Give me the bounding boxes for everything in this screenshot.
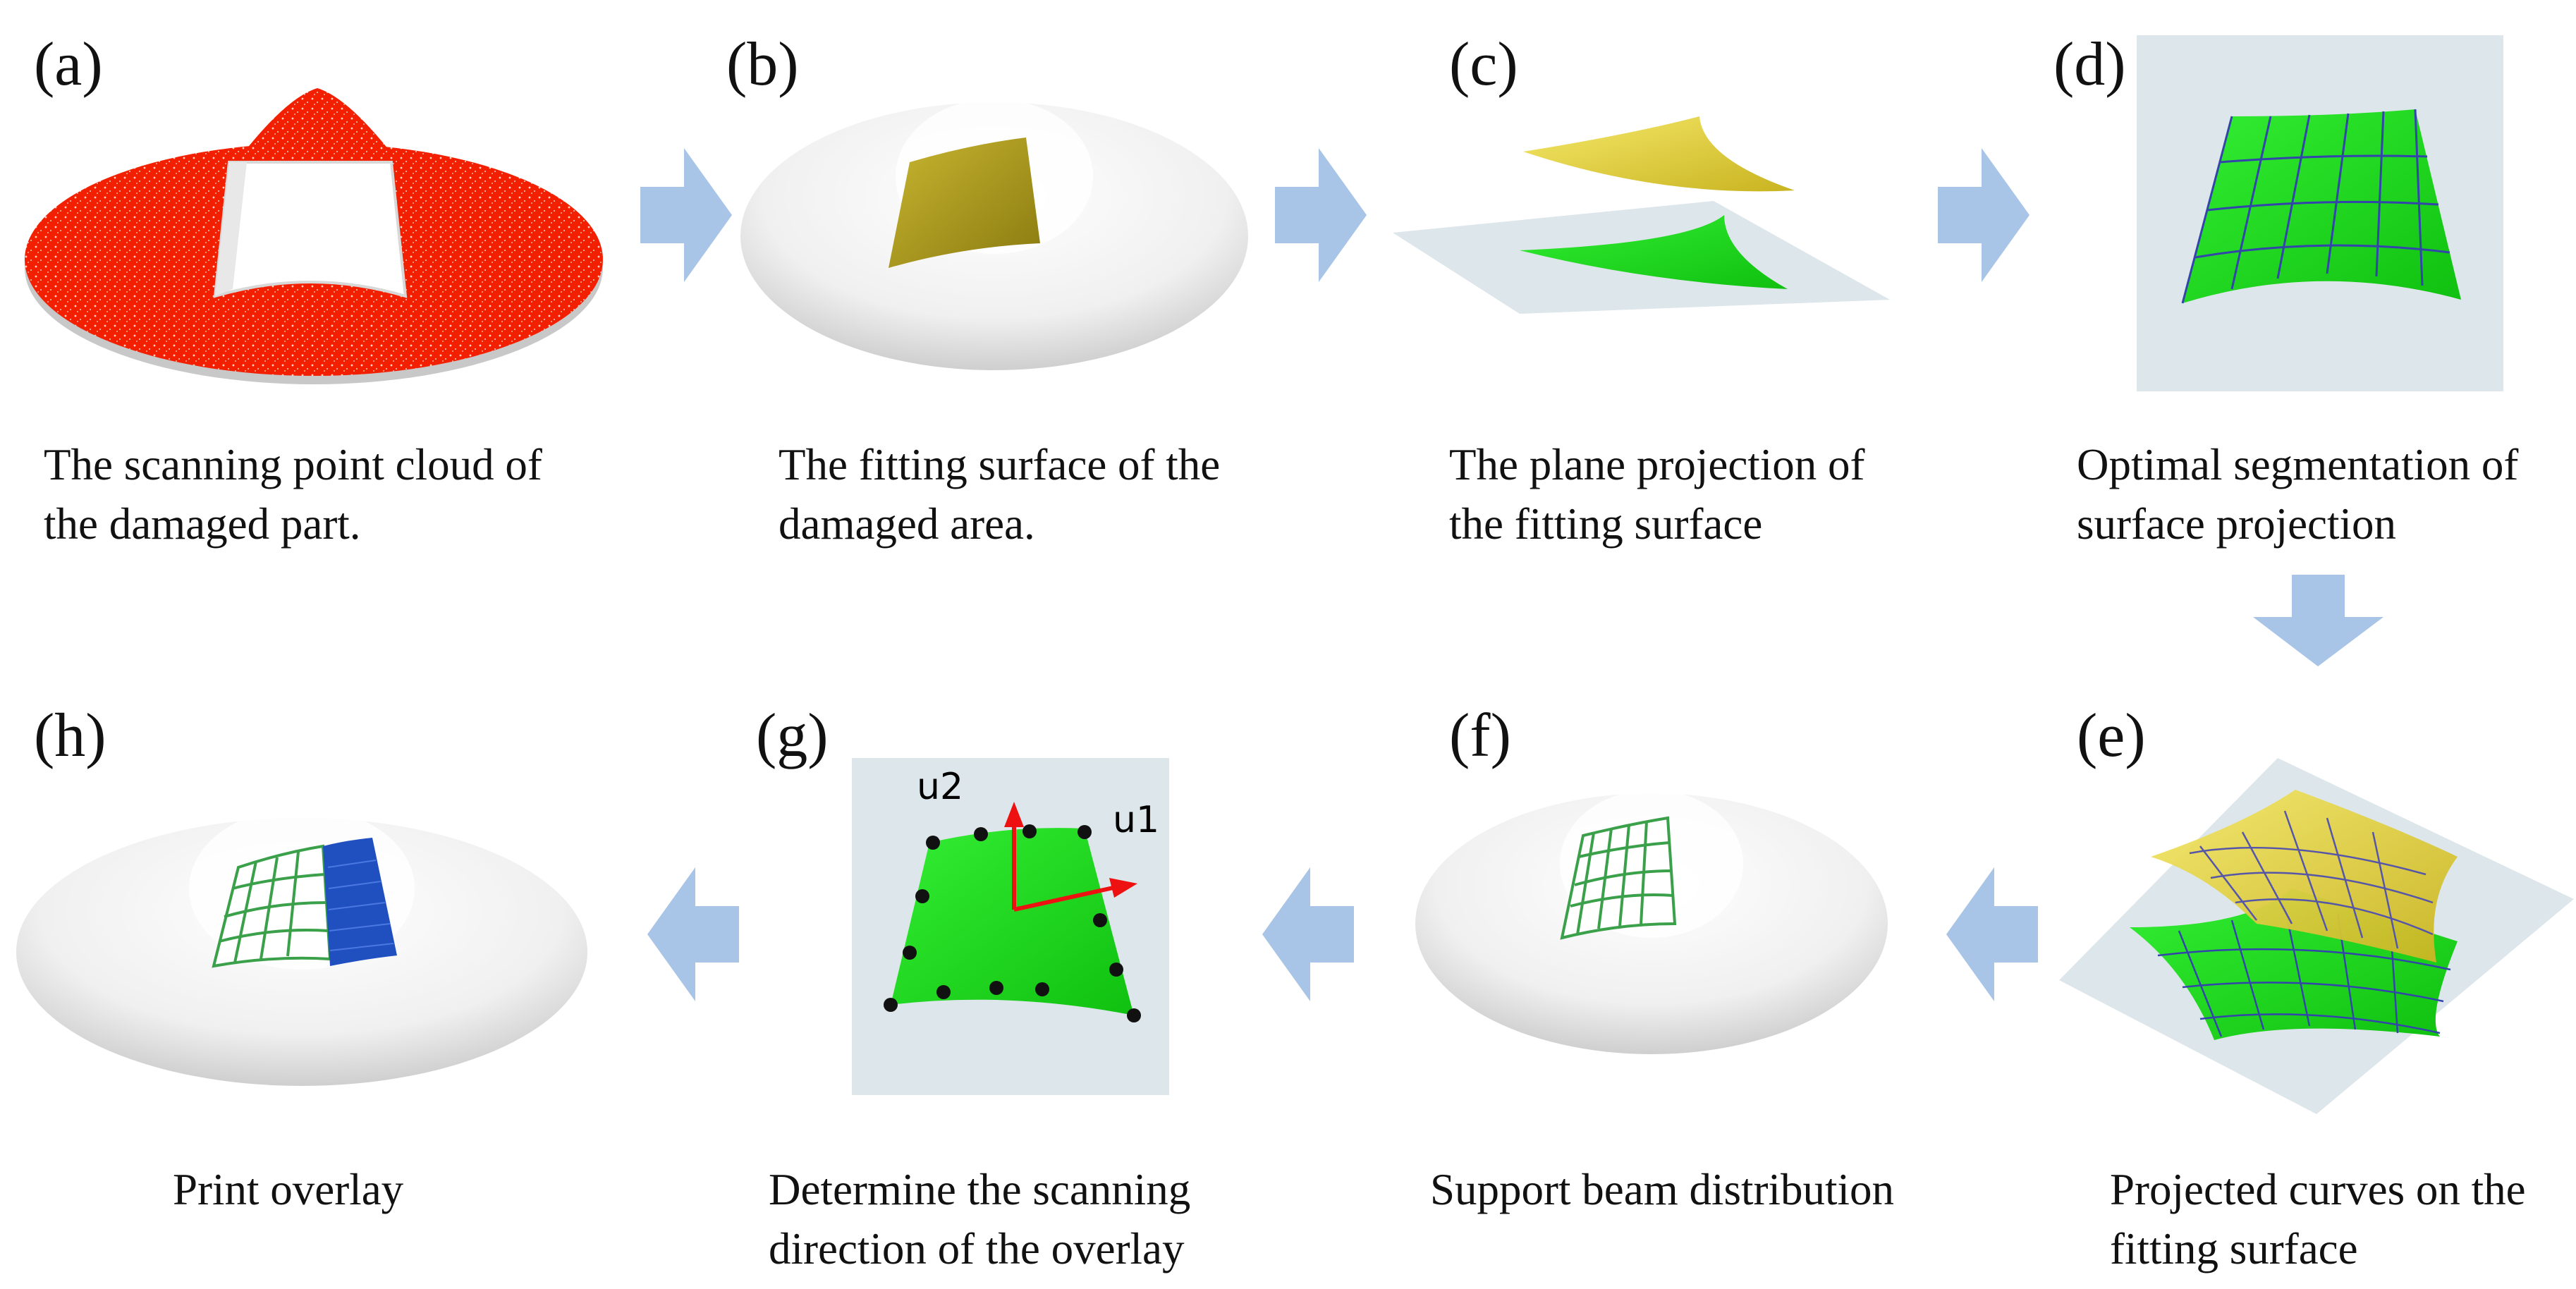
arrow-d-to-e <box>2253 575 2383 666</box>
caption-h: Print overlay <box>173 1165 404 1214</box>
caption-b: The fitting surface of the damaged area. <box>779 440 1221 549</box>
projected-curves-illustration <box>2059 758 2574 1114</box>
caption-f: Support beam distribution <box>1430 1165 1894 1214</box>
arrow-a-to-b <box>640 148 732 282</box>
point-cloud-illustration <box>25 88 603 384</box>
direction-vectors <box>1012 821 1117 912</box>
panel-label-c: (c) <box>1449 30 1518 99</box>
panel-label-h: (h) <box>34 702 106 770</box>
scanning-direction-illustration: u2 u1 <box>852 758 1169 1095</box>
panel-label-a: (a) <box>34 30 103 99</box>
fitting-surface-illustration <box>740 99 1248 370</box>
panel-label-b: (b) <box>726 30 799 99</box>
control-points <box>884 824 1141 1022</box>
arrow-b-to-c <box>1275 148 1367 282</box>
arrow-e-to-f <box>1946 867 2038 1001</box>
caption-a: The scanning point cloud of the damaged … <box>44 440 542 549</box>
segmentation-illustration <box>2137 35 2503 391</box>
plane-projection-illustration <box>1393 116 1890 314</box>
panel-label-e: (e) <box>2077 702 2146 770</box>
u2-label: u2 <box>917 766 963 808</box>
print-overlay-illustration <box>16 807 587 1086</box>
arrow-f-to-g <box>1262 867 1354 1001</box>
panel-label-d: (d) <box>2053 30 2126 99</box>
u1-label: u1 <box>1113 799 1159 841</box>
support-beam-illustration <box>1415 790 1888 1054</box>
panel-label-g: (g) <box>756 702 829 770</box>
caption-c: The plane projection of the fitting surf… <box>1449 440 1865 549</box>
caption-d: Optimal segmentation of surface projecti… <box>2077 440 2519 549</box>
panel-label-f: (f) <box>1449 702 1511 770</box>
caption-e: Projected curves on the fitting surface <box>2110 1165 2526 1273</box>
arrow-g-to-h <box>647 867 739 1001</box>
arrow-c-to-d <box>1938 148 2029 282</box>
caption-g: Determine the scanning direction of the … <box>769 1165 1191 1273</box>
